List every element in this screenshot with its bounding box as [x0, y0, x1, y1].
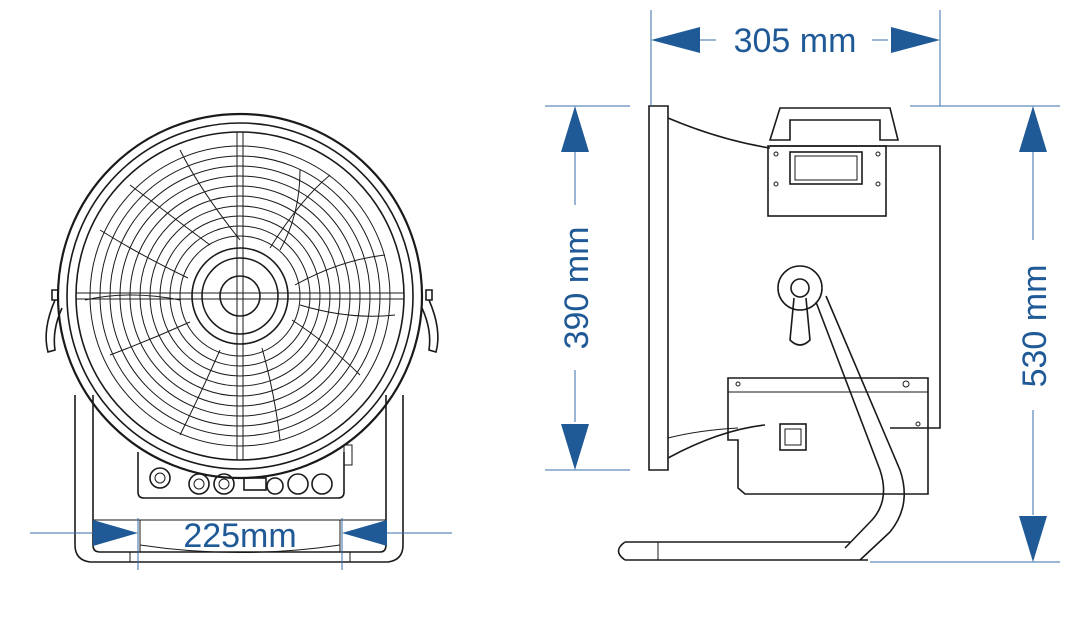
- front-housing: [56, 112, 424, 480]
- side-base: [617, 541, 868, 561]
- dmx-out-connector-icon: [213, 473, 235, 495]
- dimension-width-label: 225mm: [183, 517, 296, 555]
- dimension-height-side-label: 390 mm: [558, 227, 596, 350]
- front-yoke: [74, 395, 404, 563]
- side-yoke-knob: [777, 265, 823, 346]
- data-connector-2-icon: [311, 473, 333, 495]
- dimension-depth: 305 mm: [650, 10, 941, 106]
- data-connector-icon: [287, 473, 309, 495]
- dimension-height-side: 390 mm: [545, 105, 630, 471]
- dimension-depth-label: 305 mm: [734, 22, 857, 60]
- dimension-height-total: 530 mm: [870, 105, 1060, 563]
- front-hub: [191, 247, 289, 345]
- dimension-height-total-label: 530 mm: [1016, 265, 1054, 388]
- power-switch-icon: [779, 423, 807, 451]
- front-connector-panel: [137, 444, 353, 499]
- usb-port-icon: [243, 477, 267, 491]
- side-view: [617, 105, 941, 561]
- front-view: [45, 112, 439, 563]
- dmx-in-connector-icon: [188, 473, 210, 495]
- side-cone: [667, 117, 771, 459]
- side-yoke-arm: [815, 295, 906, 561]
- dimension-width: 225mm: [30, 517, 452, 570]
- side-lens-bezel: [648, 105, 669, 471]
- front-grille: [76, 132, 404, 460]
- side-body: [767, 107, 941, 429]
- power-connector-icon: [149, 467, 171, 489]
- side-electronics-box: [667, 377, 929, 495]
